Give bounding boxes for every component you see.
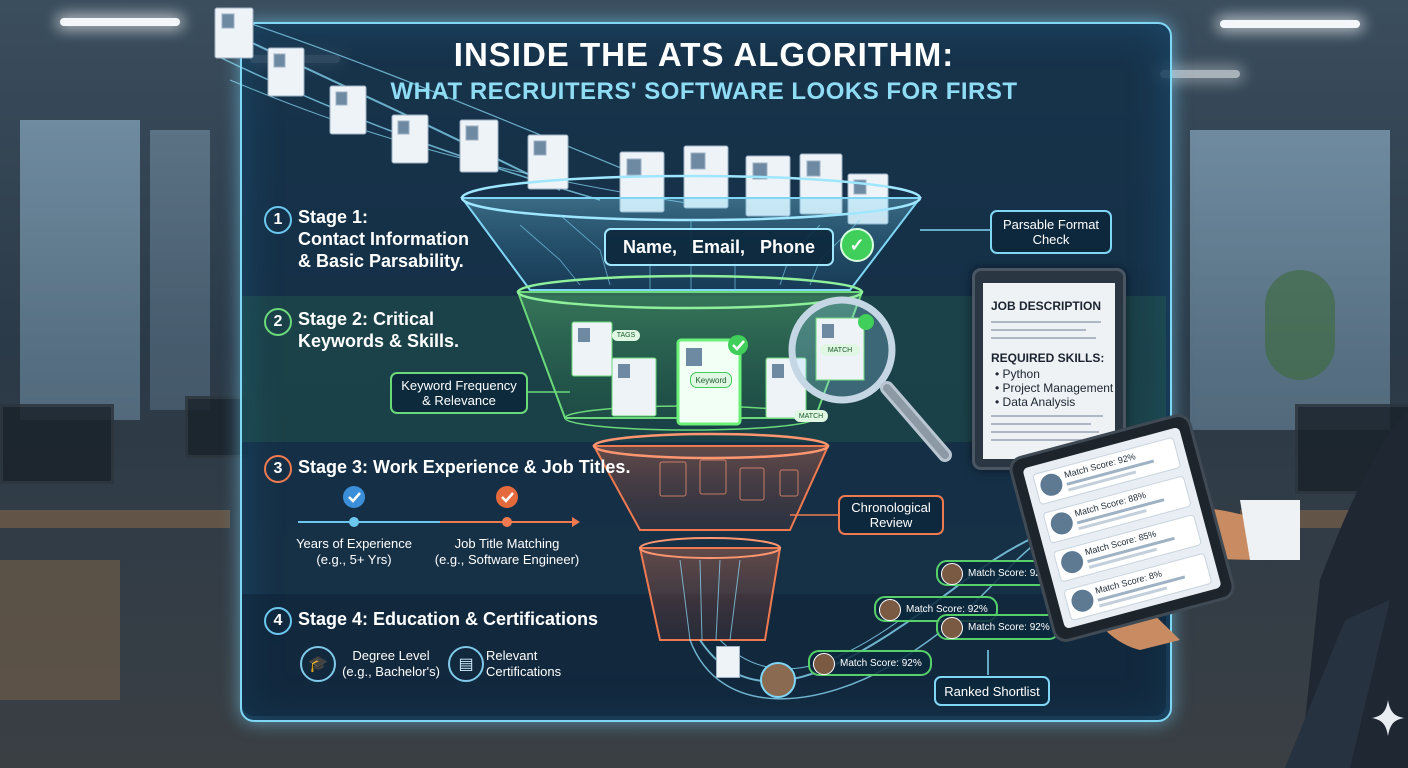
match-score-label: Match Score: 92% [906, 603, 988, 615]
candidate-avatar [879, 599, 901, 621]
checkmark-icon [343, 486, 365, 508]
checkmark-icon [496, 486, 518, 508]
required-skills-heading: REQUIRED SKILLS: [991, 351, 1105, 365]
tags-tag: TAGS [612, 330, 640, 341]
skill-item: • Python [995, 367, 1040, 381]
job-description-card: JOB DESCRIPTION REQUIRED SKILLS: • Pytho… [972, 268, 1126, 470]
resume-icon [611, 357, 657, 417]
job-description-paper: JOB DESCRIPTION REQUIRED SKILLS: • Pytho… [983, 283, 1115, 459]
stage2-title: Stage 2: Critical Keywords & Skills. [298, 309, 460, 351]
tablet-screen: Match Score: 92% Match Score: 88% Match … [1022, 426, 1222, 630]
stage1-title: Stage 1: Contact Information & Basic Par… [298, 207, 469, 271]
main-subtitle: WHAT RECRUITERS' SOFTWARE LOOKS FOR FIRS… [390, 78, 1018, 105]
stage4-title: Stage 4: Education & Certifications [298, 609, 599, 629]
candidate-avatar [1048, 509, 1076, 537]
checkmark-icon [728, 335, 748, 355]
match-score-label: Match Score: 92% [968, 567, 1050, 579]
ranked-shortlist-label: Ranked Shortlist [944, 683, 1040, 699]
skill-item: • Data Analysis [995, 395, 1076, 409]
candidate-avatar [813, 653, 835, 675]
candidate-avatar [1058, 548, 1086, 576]
resume-icon [329, 85, 367, 135]
main-title: INSIDE THE ATS ALGORITHM: [453, 36, 955, 73]
years-of-experience-label: Years of Experience (e.g., 5+ Yrs) [296, 536, 412, 567]
stage2-resumes [571, 321, 807, 426]
resume-icon [214, 7, 254, 59]
resume-icon [391, 114, 429, 164]
match-score-badge: Match Score: 92% [936, 614, 1060, 640]
spark-icon [1372, 700, 1404, 736]
checkmark-icon: ✓ [840, 228, 874, 262]
stage1-number-badge: 1 [264, 206, 292, 234]
resume-icon [267, 47, 305, 97]
ranked-shortlist-box: Ranked Shortlist [934, 676, 1050, 706]
keyword-frequency-label: Keyword Frequency & Relevance [401, 378, 517, 408]
match-tag: MATCH [794, 410, 828, 422]
resume-icon [716, 646, 740, 678]
funnel-stage4 [638, 537, 782, 641]
stage3-number-badge: 3 [264, 455, 292, 483]
contact-fields-box: Name, Email, Phone [604, 228, 834, 266]
resume-icon [571, 321, 613, 377]
candidate-avatar [1068, 587, 1096, 615]
stage3-icons [659, 459, 799, 501]
candidate-avatar [1037, 471, 1065, 499]
stage3-timeline [298, 486, 580, 527]
stage3-title: Stage 3: Work Experience & Job Titles. [298, 457, 631, 477]
funnel-stage3 [592, 432, 830, 531]
chronological-review-label: Chronological Review [851, 500, 931, 530]
match-score-label: Match Score: 92% [968, 621, 1050, 633]
parsable-format-check-box: Parsable Format Check [990, 210, 1112, 254]
degree-level-label: Degree Level (e.g., Bachelor's) [342, 648, 440, 679]
graduation-cap-icon: 🎓 [300, 646, 336, 682]
resume-icon [459, 119, 499, 173]
relevant-certifications-label: Relevant Certifications [486, 648, 562, 679]
certificate-icon: ▤ [448, 646, 484, 682]
keyword-frequency-box: Keyword Frequency & Relevance [390, 372, 528, 414]
skill-item: • Project Management [995, 381, 1114, 395]
job-title-matching-label: Job Title Matching (e.g., Software Engin… [434, 536, 580, 567]
stage2-number-badge: 2 [264, 308, 292, 336]
match-score-label: Match Score: 92% [840, 657, 922, 669]
match-score-badge: Match Score: 92% [808, 650, 932, 676]
contact-fields-text: Name, Email, Phone [622, 236, 816, 257]
keyword-tag: Keyword [690, 372, 732, 388]
candidate-avatar [941, 617, 963, 639]
resume-icon [527, 134, 569, 190]
match-tag: MATCH [820, 344, 860, 356]
candidate-avatar [941, 563, 963, 585]
parsable-format-check-label: Parsable Format Check [1002, 217, 1100, 247]
candidate-avatar [760, 662, 796, 698]
magnifier-icon [788, 296, 952, 462]
job-description-heading: JOB DESCRIPTION [991, 299, 1102, 313]
chronological-review-box: Chronological Review [838, 495, 944, 535]
stage4-number-badge: 4 [264, 607, 292, 635]
